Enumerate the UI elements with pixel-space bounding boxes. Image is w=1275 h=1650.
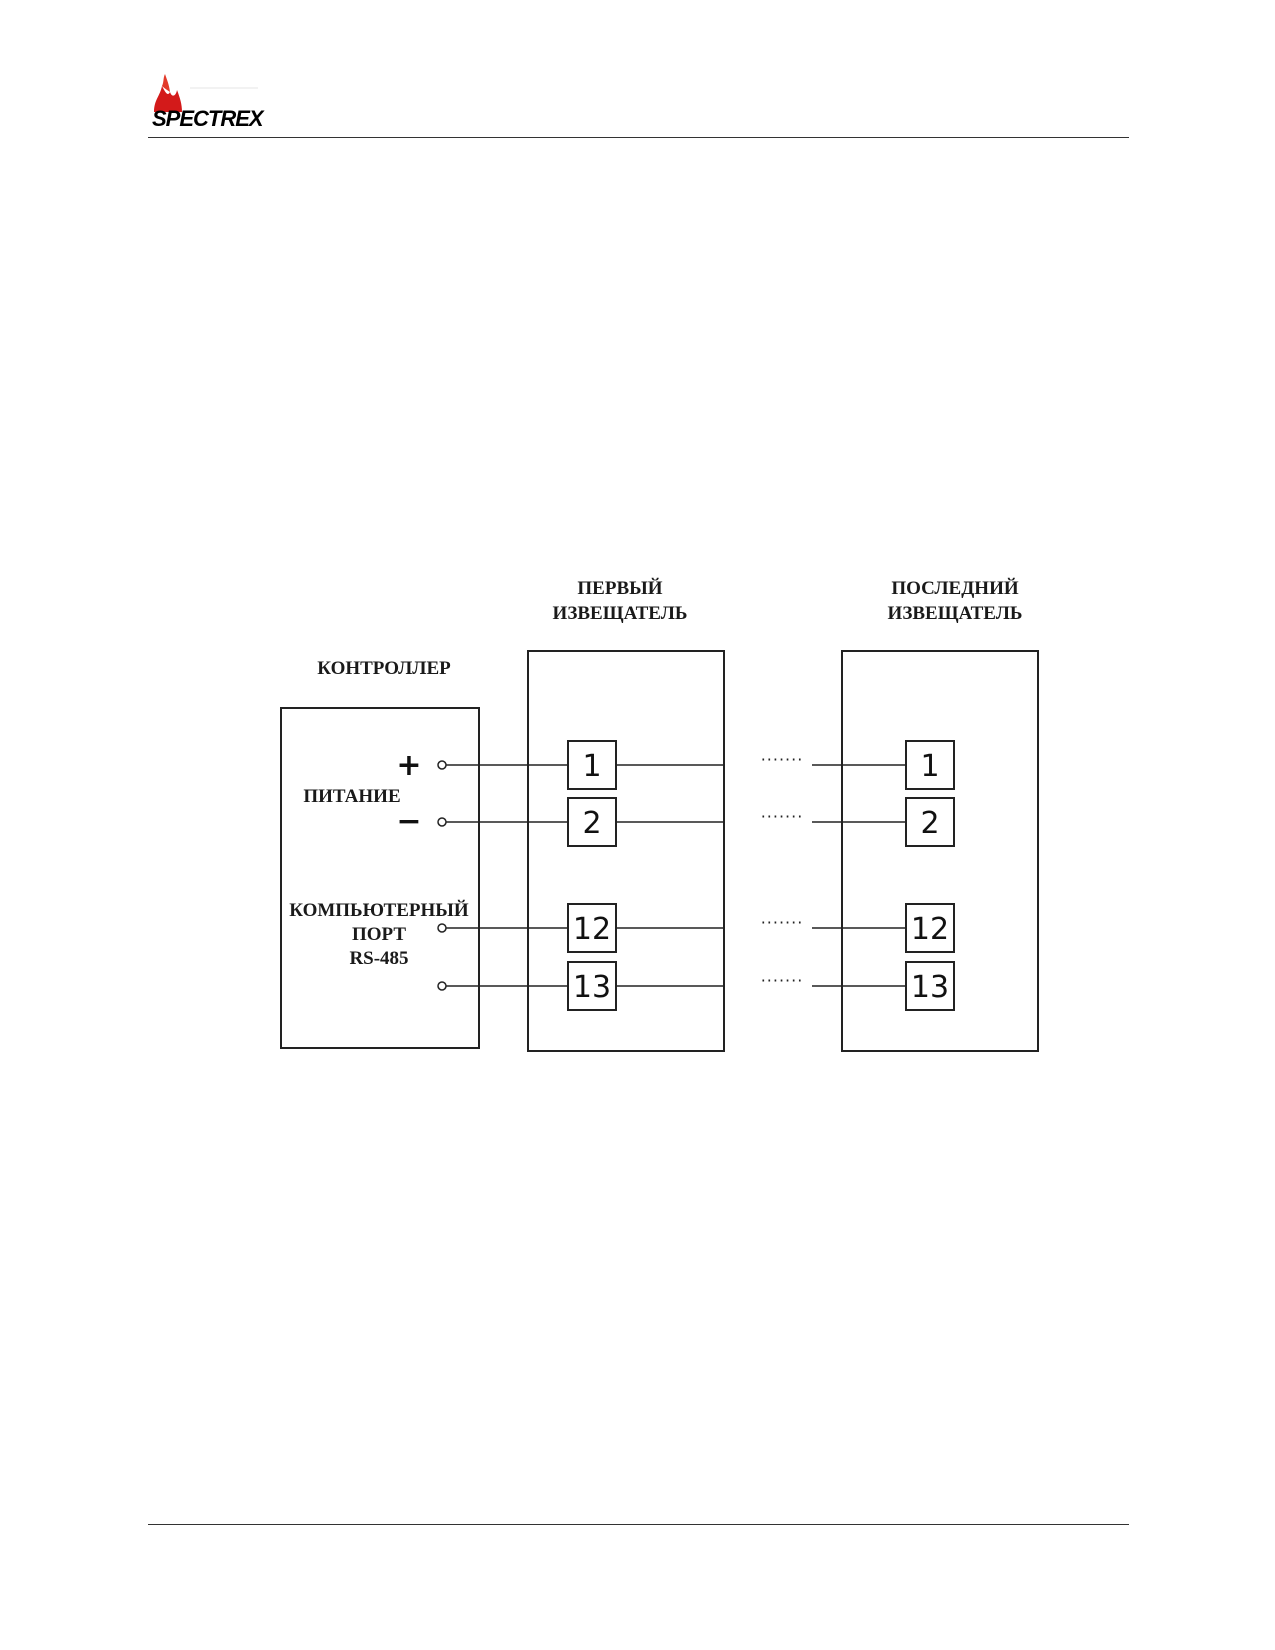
wire-row-2: 2 ······· 2 bbox=[437, 797, 955, 847]
terminal-last-12 bbox=[905, 903, 955, 953]
controller-contact bbox=[437, 760, 447, 770]
port-label-line2: ПОРТ bbox=[352, 924, 406, 945]
controller-contact bbox=[437, 923, 447, 933]
footer-rule bbox=[148, 1524, 1129, 1525]
minus-sign: − bbox=[396, 804, 421, 839]
port-label-line3: RS-485 bbox=[349, 948, 408, 969]
first-detector-title-line2: ИЗВЕЩАТЕЛЬ bbox=[553, 603, 688, 624]
terminal-last-1-number: 1 bbox=[920, 749, 939, 784]
terminal-last-12-number: 12 bbox=[911, 912, 949, 947]
terminal-last-1 bbox=[905, 740, 955, 790]
terminal-first-13-number: 13 bbox=[573, 970, 611, 1005]
last-detector-title-line1: ПОСЛЕДНИЙ bbox=[891, 577, 1018, 599]
plus-sign: + bbox=[396, 748, 421, 783]
controller-contact bbox=[437, 981, 447, 991]
controller-contact bbox=[437, 817, 447, 827]
terminal-first-2-number: 2 bbox=[582, 806, 601, 841]
terminal-first-13 bbox=[567, 961, 617, 1011]
terminal-last-2-number: 2 bbox=[920, 806, 939, 841]
last-detector-box bbox=[841, 650, 1039, 1052]
terminal-first-12 bbox=[567, 903, 617, 953]
continuation-dots: ······· bbox=[761, 971, 804, 990]
controller-box bbox=[280, 707, 480, 1049]
port-label-line1: КОМПЬЮТЕРНЫЙ bbox=[289, 899, 469, 921]
brand-wordmark: SPECTREX bbox=[152, 106, 264, 131]
first-detector-box bbox=[527, 650, 725, 1052]
continuation-dots: ······· bbox=[761, 750, 804, 769]
terminal-first-1-number: 1 bbox=[582, 749, 601, 784]
terminal-first-12-number: 12 bbox=[573, 912, 611, 947]
wire-row-1: 1 ······· 1 bbox=[437, 740, 955, 790]
header-rule bbox=[148, 137, 1129, 138]
power-label: ПИТАНИЕ bbox=[303, 786, 400, 807]
terminal-last-13 bbox=[905, 961, 955, 1011]
wire-row-13: 13 ······· 13 bbox=[437, 961, 955, 1011]
first-detector-title-line1: ПЕРВЫЙ bbox=[577, 577, 662, 599]
continuation-dots: ······· bbox=[761, 807, 804, 826]
last-detector-title-line2: ИЗВЕЩАТЕЛЬ bbox=[888, 603, 1023, 624]
continuation-dots: ······· bbox=[761, 913, 804, 932]
flame-icon bbox=[154, 74, 258, 112]
terminal-last-13-number: 13 bbox=[911, 970, 949, 1005]
controller-title: КОНТРОЛЛЕР bbox=[317, 658, 451, 679]
spectrex-logo: SPECTREX bbox=[150, 74, 264, 132]
wire-row-12: 12 ······· 12 bbox=[437, 903, 955, 953]
terminal-last-2 bbox=[905, 797, 955, 847]
